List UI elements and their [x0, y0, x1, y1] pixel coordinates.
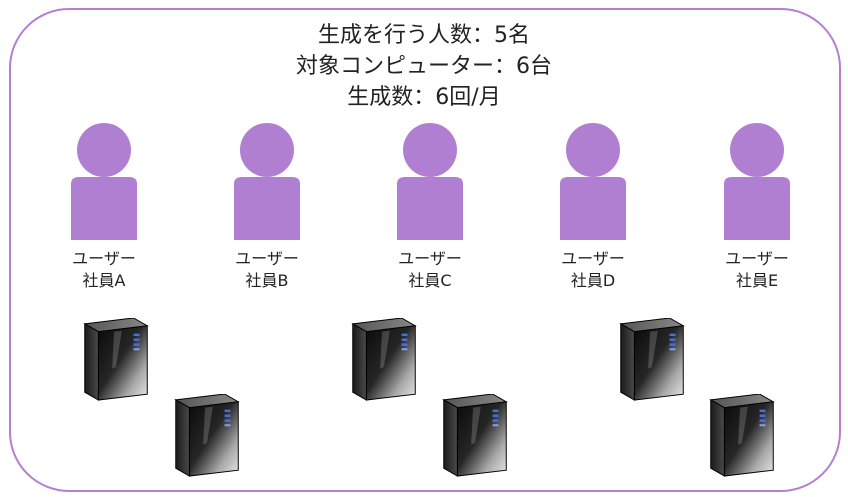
person-icon	[234, 123, 300, 240]
server-tower-icon	[84, 318, 148, 401]
user-name-label: 社員C	[408, 271, 452, 290]
user-name-label: 社員E	[735, 271, 779, 290]
person-icon	[71, 123, 137, 240]
server-tower-icon	[175, 394, 239, 477]
user-c: ユーザー 社員C	[370, 122, 490, 292]
diagram-frame	[9, 8, 841, 492]
user-role-label: ユーザー	[725, 249, 789, 268]
person-icon	[560, 123, 626, 240]
person-icon	[397, 123, 463, 240]
user-role-label: ユーザー	[72, 249, 136, 268]
header-people-count: 生成を行う人数：5名	[318, 23, 530, 48]
user-role-label: ユーザー	[398, 249, 462, 268]
diagram-header: 生成を行う人数：5名 対象コンピューター：6台 生成数：6回/月	[0, 20, 848, 113]
user-name-label: 社員B	[245, 271, 289, 290]
header-computer-count: 対象コンピューター：6台	[296, 54, 552, 79]
user-d: ユーザー 社員D	[533, 122, 653, 292]
server-tower-icon	[620, 318, 684, 401]
server-tower-icon	[443, 394, 507, 477]
person-icon	[724, 123, 790, 240]
header-generation-count: 生成数：6回/月	[347, 85, 501, 110]
user-e: ユーザー 社員E	[697, 122, 817, 292]
user-b: ユーザー 社員B	[207, 122, 327, 292]
user-role-label: ユーザー	[235, 249, 299, 268]
server-tower-icon	[710, 394, 774, 477]
user-name-label: 社員A	[82, 271, 126, 290]
user-a: ユーザー 社員A	[44, 122, 164, 292]
server-tower-icon	[352, 318, 416, 401]
user-role-label: ユーザー	[561, 249, 625, 268]
user-name-label: 社員D	[570, 271, 616, 290]
